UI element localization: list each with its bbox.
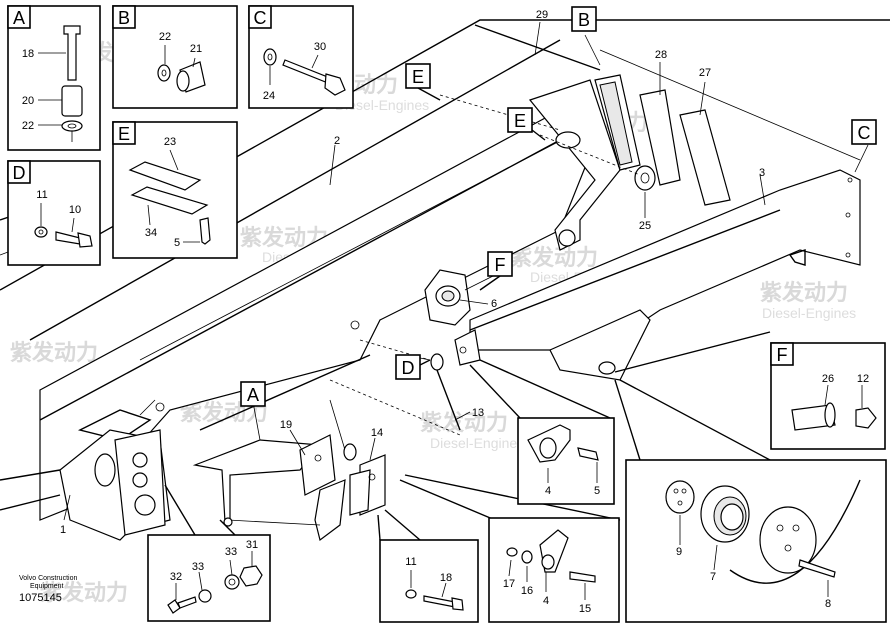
callout-d-label: D (13, 163, 26, 183)
part-number: 19 (280, 419, 292, 431)
part-number: 15 (579, 603, 591, 615)
callout-e-tag: E (514, 111, 526, 131)
callout-f-label: F (777, 345, 788, 365)
callout-a-label: A (13, 8, 25, 28)
side-member (454, 169, 861, 381)
part-number: 32 (170, 571, 182, 583)
part-number: 8 (825, 598, 831, 610)
callout-d-tag: D (402, 358, 415, 378)
detail-box-mount: 17 16 4 15 (488, 517, 620, 623)
lower-bracket-a (192, 434, 386, 542)
watermark-subtitle: Diesel-Engines (430, 435, 524, 451)
bracket-f (424, 269, 471, 326)
part-number: 11 (36, 189, 47, 201)
part-number: 12 (857, 373, 869, 385)
part-number: 30 (314, 41, 326, 53)
leader-lines (63, 21, 869, 541)
part-number: 6 (491, 298, 497, 310)
part-number: 3 (759, 167, 765, 179)
callout-b-tag: B (578, 10, 590, 30)
part-number: 7 (710, 571, 716, 583)
part-number: 26 (822, 373, 834, 385)
callout-f-tag: F (495, 255, 506, 275)
watermark-brand: 紫发动力 (10, 340, 98, 366)
part-number: 34 (145, 227, 157, 239)
callout-e-label: E (118, 124, 130, 144)
document-number: 1075145 (19, 592, 62, 604)
part-number: 28 (655, 49, 667, 61)
part-number: 4 (545, 485, 551, 497)
callout-a-tag: A (247, 385, 259, 405)
detail-box-f: F 26 12 (770, 342, 886, 450)
part-number: 24 (263, 90, 275, 102)
part-number: 22 (22, 120, 34, 132)
upper-bracket-assembly (439, 24, 861, 251)
watermark-subtitle: Diesel-Engines (762, 305, 856, 321)
callout-c-tag: C (858, 123, 871, 143)
part-number: 21 (190, 43, 202, 55)
detail-box-e: E 23 34 5 (112, 121, 238, 259)
part-number: 9 (676, 546, 682, 558)
part-number: 18 (22, 48, 34, 60)
part-number: 17 (503, 578, 515, 590)
detail-box-a: A 18 20 22 (7, 5, 101, 151)
part-number: 18 (440, 572, 452, 584)
callout-tags: B C E E F D A (240, 6, 877, 407)
part-number: 4 (543, 595, 549, 607)
publisher-line-1: Volvo Construction (19, 575, 77, 582)
watermark-subtitle: Diesel-Engines (335, 97, 429, 113)
part-number: 33 (225, 546, 237, 558)
part-number: 2 (334, 135, 340, 147)
part-number: 16 (521, 585, 533, 597)
callout-c-label: C (254, 8, 267, 28)
detail-box-bolts: 11 18 (379, 539, 479, 623)
part-number: 27 (699, 67, 711, 79)
part-number: 11 (405, 556, 416, 568)
main-frame-beam (0, 19, 890, 541)
detail-box-hub: 9 7 8 (625, 459, 887, 623)
detail-box-fasteners: 32 33 33 31 (147, 534, 271, 622)
detail-box-d: D 11 10 (7, 160, 101, 266)
part-number: 5 (174, 237, 180, 249)
watermark-brand: 紫发动力 (420, 410, 508, 436)
part-number: 23 (164, 136, 176, 148)
callout-e-tag: E (412, 67, 424, 87)
part-number: 33 (192, 561, 204, 573)
detail-box-pivot: 4 5 (517, 417, 615, 505)
watermark-brand: 紫发动力 (510, 245, 598, 271)
watermark-brand: 紫发动力 (40, 580, 128, 606)
part-number: 13 (472, 407, 484, 419)
part-number: 14 (371, 427, 383, 439)
part-number: 25 (639, 220, 651, 232)
part-number: 5 (594, 485, 600, 497)
detail-box-b: B 22 21 (112, 5, 238, 109)
document-footer: Volvo Construction Equipment 1075145 (19, 575, 77, 604)
part-number: 20 (22, 95, 34, 107)
part-number: 10 (69, 204, 81, 216)
part-number: 22 (159, 31, 171, 43)
detail-box-c: C 30 24 (248, 5, 354, 109)
callout-b-label: B (118, 8, 130, 28)
main-part-numbers: 29 28 27 3 2 25 6 13 19 14 1 (60, 9, 765, 536)
part-number: 31 (246, 539, 258, 551)
publisher-line-2: Equipment (30, 583, 64, 590)
watermark-brand: 紫发动力 (760, 280, 848, 306)
part-number: 29 (536, 9, 548, 21)
part-number: 1 (60, 524, 66, 536)
